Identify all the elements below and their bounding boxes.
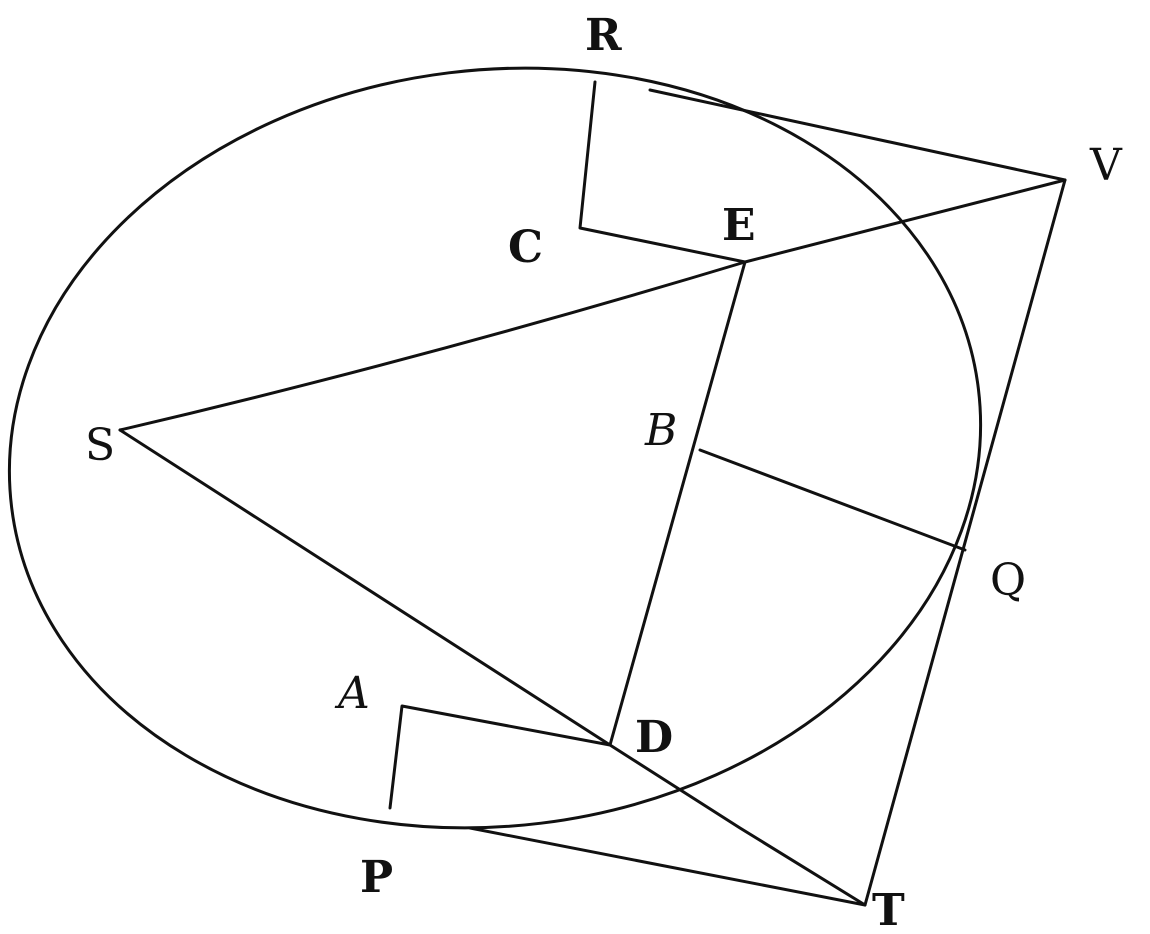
label-R: R xyxy=(585,10,622,61)
perpendicular-PAD xyxy=(388,704,612,810)
line-ED xyxy=(608,260,747,747)
tangent-line-PT xyxy=(468,826,867,907)
label-Q: Q xyxy=(990,555,1026,606)
line-SV xyxy=(118,178,1067,432)
label-T: T xyxy=(872,885,905,934)
label-C: C xyxy=(508,222,543,273)
line-ST xyxy=(118,428,867,907)
line-BQ xyxy=(698,448,967,552)
ellipse-orbit xyxy=(7,66,983,830)
perpendicular-RCE xyxy=(578,80,747,264)
label-S: S xyxy=(85,420,115,471)
label-B: B xyxy=(644,405,677,456)
label-A: A xyxy=(334,668,370,719)
tangent-line-RV xyxy=(648,88,1067,182)
tangent-line-VT xyxy=(863,178,1067,907)
label-E: E xyxy=(722,200,756,251)
label-P: P xyxy=(360,852,393,903)
label-V: V xyxy=(1089,140,1123,191)
label-D: D xyxy=(635,712,673,763)
